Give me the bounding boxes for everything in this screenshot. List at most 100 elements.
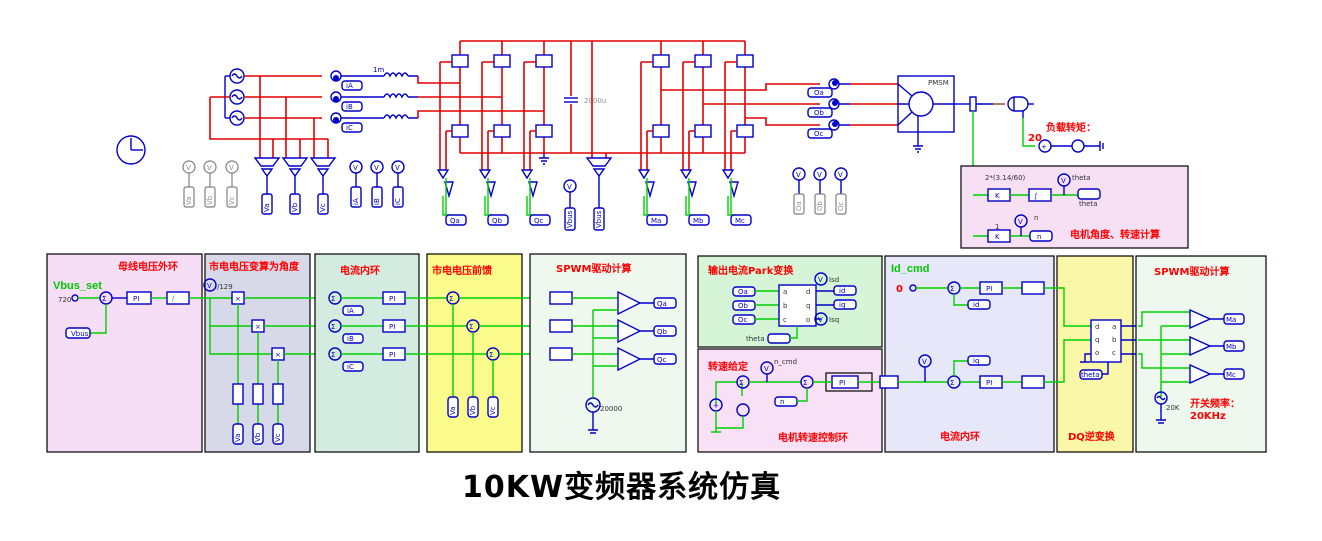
svg-text:Mb: Mb (1226, 343, 1237, 351)
block-grid-voltage-feedforward: 市电电压前馈 Σ Σ Σ Va Vb Vc (405, 253, 550, 453)
current-sensor-b: iB (330, 91, 363, 112)
svg-text:iB: iB (346, 103, 353, 111)
svg-text:电机转速控制环: 电机转速控制环 (778, 431, 848, 444)
svg-text:Vc: Vc (319, 203, 327, 212)
svg-text:Mc: Mc (1226, 371, 1236, 379)
svg-text:0: 0 (896, 284, 903, 295)
svg-text:/129: /129 (217, 283, 233, 291)
svg-text:Vbus_set: Vbus_set (53, 280, 102, 292)
svg-text:Oa: Oa (795, 201, 803, 211)
svg-text:theta: theta (746, 335, 765, 343)
svg-text:20KHz: 20KHz (1190, 411, 1226, 422)
svg-text:PI: PI (389, 351, 395, 359)
current-probes: ViA ViB ViC (349, 160, 405, 208)
svg-text:n: n (1037, 233, 1041, 241)
svg-text:theta: theta (1081, 371, 1100, 379)
svg-text:1m: 1m (373, 66, 384, 74)
svg-text:Va: Va (185, 196, 193, 205)
svg-text:Oc: Oc (814, 130, 824, 138)
svg-text:V: V (229, 164, 234, 172)
svg-text:+: + (1041, 143, 1047, 151)
svg-text:q: q (806, 302, 810, 310)
svg-text:Σ: Σ (739, 379, 743, 387)
svg-text:×: × (275, 351, 281, 359)
svg-text:V: V (922, 358, 927, 366)
svg-text:20: 20 (1028, 133, 1042, 144)
svg-text:iA: iA (346, 82, 353, 90)
torque-source: + (1038, 139, 1104, 153)
svg-text:V: V (818, 276, 823, 284)
rectifier-gate-drivers: Qa Qb Qc (436, 169, 551, 226)
svg-text:Mb: Mb (693, 217, 704, 225)
svg-text:SPWM驱动计算: SPWM驱动计算 (556, 262, 632, 275)
svg-text:V: V (1018, 218, 1023, 226)
svg-text:V: V (1061, 177, 1066, 185)
rectifier-bridge[interactable] (439, 41, 553, 170)
inverter-bridge[interactable] (640, 41, 754, 170)
svg-text:Va: Va (263, 203, 271, 212)
current-sensor-c: iC (330, 112, 363, 133)
svg-text:o: o (1095, 349, 1099, 357)
svg-text:Qa: Qa (657, 300, 667, 308)
svg-text:iC: iC (347, 363, 354, 371)
svg-text:c: c (1112, 349, 1116, 357)
svg-text:K: K (995, 192, 1000, 200)
svg-text:b: b (1112, 336, 1117, 344)
svg-text:Vbus: Vbus (595, 210, 603, 228)
svg-text:id: id (839, 287, 845, 295)
svg-text:PI: PI (839, 379, 845, 387)
svg-text:V: V (764, 365, 769, 373)
svg-text:Σ: Σ (102, 295, 106, 303)
svg-text:电流内环: 电流内环 (940, 430, 980, 443)
svg-text:iq: iq (839, 301, 845, 309)
block-speed-control-loop: 转速给定 电机转速控制环 V n_cmd Σ + Σ n PI (697, 348, 883, 453)
svg-text:Isq: Isq (829, 316, 839, 324)
svg-text:n: n (780, 398, 784, 406)
svg-text:Ma: Ma (651, 217, 661, 225)
svg-text:Vbus: Vbus (71, 330, 89, 338)
speed-sensor (969, 96, 977, 112)
svg-text:a: a (783, 288, 787, 296)
svg-text:Vc: Vc (274, 433, 282, 442)
svg-text:Vb: Vb (206, 195, 214, 205)
svg-text:V: V (567, 183, 572, 191)
svg-text:Σ: Σ (803, 379, 807, 387)
svg-text:o: o (806, 316, 810, 324)
svg-text:Σ: Σ (489, 351, 493, 359)
mechanical-load (1007, 96, 1034, 112)
svg-text:Σ: Σ (469, 323, 473, 331)
svg-text:iC: iC (394, 198, 402, 205)
svg-text:PI: PI (389, 295, 395, 303)
svg-text:iq: iq (973, 357, 979, 365)
svg-text:Oc: Oc (837, 201, 845, 211)
svg-text:Vbus: Vbus (566, 210, 574, 228)
output-probes-gray: VOa VOb VOc (792, 167, 848, 215)
svg-text:Vb: Vb (254, 432, 262, 442)
svg-text:Vb: Vb (291, 202, 299, 212)
svg-text:Oa: Oa (814, 89, 824, 97)
svg-text:Qc: Qc (657, 356, 667, 364)
svg-text:V: V (207, 282, 212, 290)
svg-text:Vc: Vc (489, 406, 497, 415)
svg-text:Va: Va (449, 406, 457, 415)
svg-text:Vc: Vc (228, 196, 236, 205)
svg-text:Ob: Ob (816, 200, 824, 211)
svg-text:Σ: Σ (950, 379, 954, 387)
svg-text:720: 720 (58, 296, 71, 304)
block-current-inner-loop-2: Id_cmd 0 Σ id PI V Σ iq PI 电流内环 (879, 255, 1055, 453)
svg-text:Qb: Qb (492, 217, 503, 225)
svg-text:V: V (838, 171, 843, 179)
block-dq-inverse-transform: DQ逆变换 dqo abc theta (1044, 255, 1138, 453)
inverter-gate-drivers: Ma Mb Mc (637, 169, 752, 226)
svg-text:Qc: Qc (534, 217, 544, 225)
svg-text:theta: theta (1079, 200, 1098, 208)
svg-text:母线电压外环: 母线电压外环 (118, 260, 178, 273)
pmsm-motor[interactable]: PMSM (897, 75, 955, 153)
svg-text:n_cmd: n_cmd (774, 358, 797, 366)
svg-text:DQ逆变换: DQ逆变换 (1068, 430, 1116, 443)
svg-text:PI: PI (133, 295, 139, 303)
clock-icon (116, 135, 146, 165)
block-bus-voltage-outer-loop: 母线电压外环 Vbus_set 720 Σ PI ⧸ Vbus (46, 253, 203, 453)
